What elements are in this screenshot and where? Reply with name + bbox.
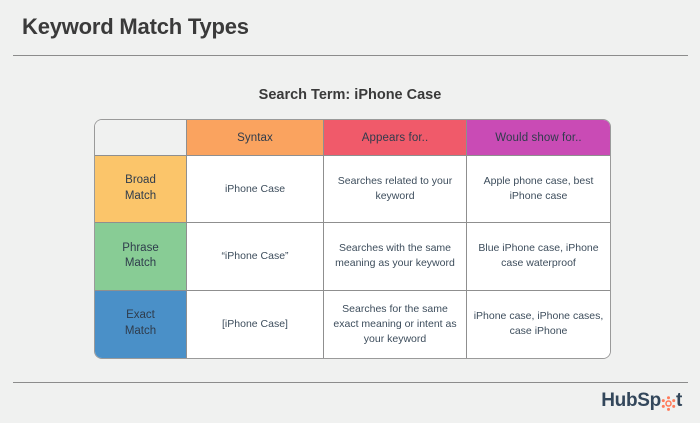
row-label-line2: Match — [124, 257, 157, 270]
header-cell-appears-for: Appears for.. — [324, 120, 467, 156]
table-row: Phrase Match “iPhone Case” Searches with… — [95, 223, 610, 291]
title-divider — [13, 55, 688, 56]
cell-phrase-would-show-for: Blue iPhone case, iPhone case waterproof — [467, 223, 610, 291]
table-row: Exact Match [iPhone Case] Searches for t… — [95, 290, 610, 358]
cell-phrase-appears-for: Searches with the same meaning as your k… — [324, 223, 467, 291]
header-cell-would-show-for: Would show for.. — [467, 120, 610, 156]
cell-broad-syntax: iPhone Case — [187, 156, 324, 224]
keyword-match-table-container: Syntax Appears for.. Would show for.. Br… — [95, 120, 610, 358]
header-cell-blank — [95, 120, 187, 156]
cell-broad-would-show-for: Apple phone case, best iPhone case — [467, 156, 610, 224]
page-title: Keyword Match Types — [22, 14, 249, 39]
search-term-subtitle: Search Term: iPhone Case — [258, 87, 442, 103]
cell-exact-appears-for: Searches for the same exact meaning or i… — [324, 290, 467, 358]
row-label-line1: Phrase — [122, 241, 159, 254]
footer-divider — [13, 382, 688, 383]
row-label-phrase-match: Phrase Match — [95, 223, 187, 291]
row-label-exact-match: Exact Match — [95, 290, 187, 358]
row-label-line2: Match — [124, 325, 157, 338]
cell-broad-appears-for: Searches related to your keyword — [324, 156, 467, 224]
table-header: Syntax Appears for.. Would show for.. — [95, 120, 610, 156]
brand-text-part2: t — [675, 390, 682, 411]
cell-exact-would-show-for: iPhone case, iPhone cases, case iPhone — [467, 290, 610, 358]
brand-text-part1: HubSp — [601, 390, 661, 411]
cell-phrase-syntax: “iPhone Case” — [187, 223, 324, 291]
row-label-broad-match: Broad Match — [95, 156, 187, 224]
row-label-line1: Exact — [126, 309, 155, 322]
table-body: Broad Match iPhone Case Searches related… — [95, 156, 610, 358]
cell-exact-syntax: [iPhone Case] — [187, 290, 324, 358]
keyword-match-table: Syntax Appears for.. Would show for.. Br… — [95, 120, 610, 358]
hubspot-sprocket-icon — [661, 395, 676, 411]
row-label-line1: Broad — [125, 174, 156, 187]
table-row: Broad Match iPhone Case Searches related… — [95, 156, 610, 224]
hubspot-logo: HubSp t — [601, 389, 682, 413]
header-cell-syntax: Syntax — [187, 120, 324, 156]
table-header-row: Syntax Appears for.. Would show for.. — [95, 120, 610, 156]
row-label-line2: Match — [124, 190, 157, 203]
